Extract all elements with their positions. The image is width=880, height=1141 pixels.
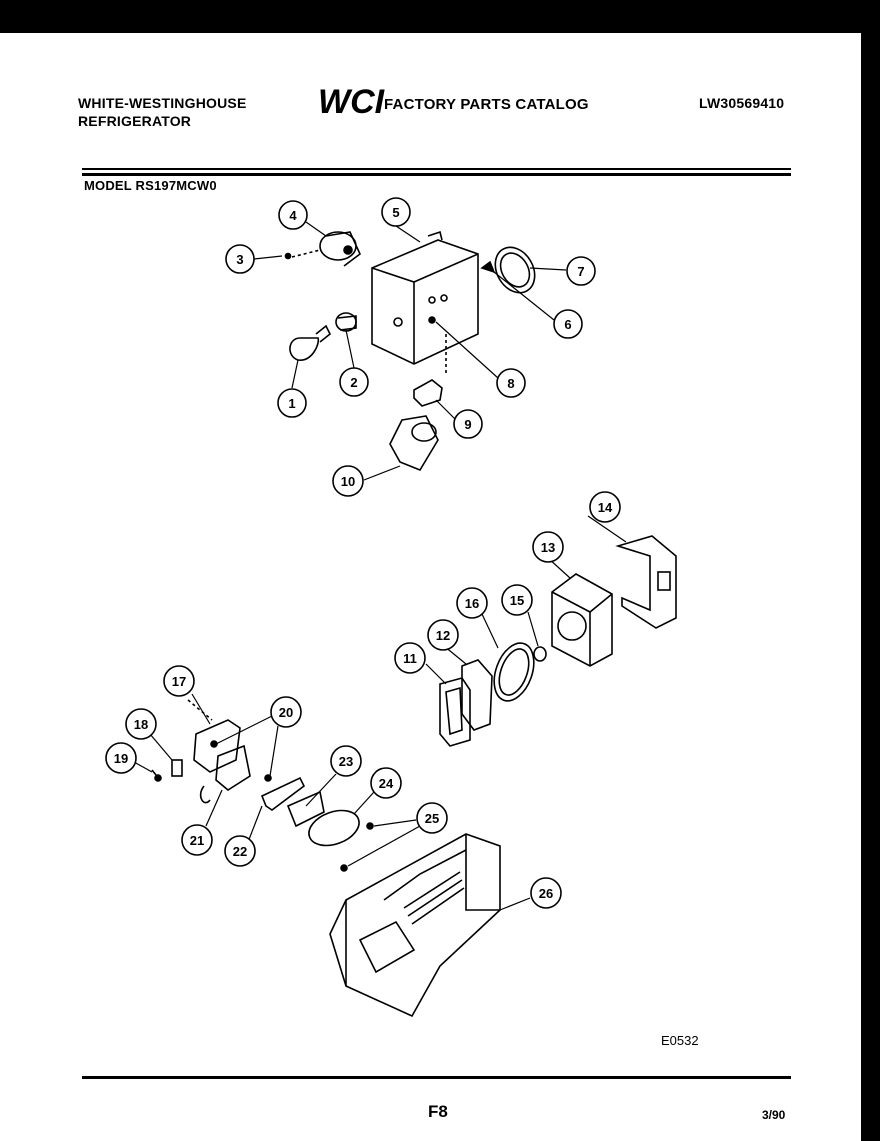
callout-5: 5	[381, 197, 411, 227]
footer-rule	[82, 1076, 791, 1079]
callout-4: 4	[278, 200, 308, 230]
svg-text:20: 20	[279, 705, 293, 720]
part-7-lens	[494, 246, 536, 294]
svg-text:3: 3	[236, 252, 243, 267]
callout-9: 9	[453, 409, 483, 439]
callout-21: 21	[181, 824, 213, 856]
part-17-bracket	[187, 699, 241, 773]
part-8-screw	[428, 316, 436, 324]
part-4-socket	[319, 231, 361, 267]
callout-8: 8	[496, 368, 526, 398]
page-number: F8	[428, 1102, 448, 1121]
svg-text:16: 16	[465, 596, 479, 611]
catalog-number: LW30569410	[699, 95, 785, 111]
callout-1: 1	[277, 388, 307, 418]
callout-22: 22	[224, 835, 256, 867]
svg-text:5: 5	[392, 205, 399, 220]
callout-13: 13	[532, 531, 564, 563]
svg-text:26: 26	[539, 886, 553, 901]
svg-text:15: 15	[510, 593, 524, 608]
callout-6: 6	[553, 309, 583, 339]
part-16-fan-blade	[493, 642, 535, 702]
header-rule	[82, 168, 791, 170]
svg-text:24: 24	[379, 776, 394, 791]
callout-11: 11	[394, 642, 426, 674]
wci-logo: WCI	[318, 83, 386, 121]
part-12-duct	[461, 659, 493, 731]
part-18-switch	[171, 759, 183, 777]
part-23-flapper	[286, 790, 325, 828]
part-24-gasket	[308, 809, 360, 847]
scan-border-top	[0, 0, 880, 33]
callout-7: 7	[566, 256, 596, 286]
callout-3: 3	[225, 244, 255, 274]
svg-text:12: 12	[436, 628, 450, 643]
callout-15: 15	[501, 584, 533, 616]
svg-text:17: 17	[172, 674, 186, 689]
svg-text:2: 2	[350, 375, 357, 390]
brand-name: WHITE-WESTINGHOUSE	[78, 95, 247, 111]
callout-25: 25	[416, 802, 448, 834]
svg-text:9: 9	[464, 417, 471, 432]
callout-16: 16	[456, 587, 488, 619]
callout-19: 19	[105, 742, 137, 774]
callout-14: 14	[589, 491, 621, 523]
svg-text:4: 4	[289, 208, 297, 223]
part-21-solenoid	[199, 744, 251, 804]
svg-text:8: 8	[507, 376, 514, 391]
callout-2: 2	[339, 367, 369, 397]
part-1-light-bulb	[289, 324, 332, 361]
part-9-actuator	[413, 334, 447, 407]
callout-24: 24	[370, 767, 402, 799]
part-11-gasket	[439, 677, 471, 747]
svg-text:10: 10	[341, 474, 355, 489]
callout-23: 23	[330, 745, 362, 777]
svg-text:25: 25	[425, 811, 439, 826]
header-rule-thick	[82, 173, 791, 176]
svg-text:14: 14	[598, 500, 613, 515]
part-2-lamp-socket	[335, 312, 357, 332]
catalog-date: 3/90	[762, 1108, 786, 1122]
part-10-chute	[389, 415, 439, 471]
model-number: MODEL RS197MCW0	[84, 178, 217, 193]
product-type: REFRIGERATOR	[78, 113, 192, 129]
svg-text:7: 7	[577, 264, 584, 279]
svg-text:19: 19	[114, 751, 128, 766]
callouts: 1 2 3 4 5 6 7 8 9 10 11 12 13 14 15 16 1…	[105, 197, 621, 909]
leader-lines	[133, 221, 627, 911]
callout-12: 12	[427, 619, 459, 651]
part-19-screw	[151, 769, 162, 782]
diagram-code: E0532	[661, 1033, 699, 1048]
part-6-clip	[480, 260, 496, 274]
svg-text:22: 22	[233, 844, 247, 859]
svg-text:23: 23	[339, 754, 353, 769]
svg-text:11: 11	[403, 651, 417, 666]
part-15-nut	[533, 646, 547, 662]
part-14-cover	[615, 535, 677, 629]
svg-text:1: 1	[288, 396, 295, 411]
part-13-motor-housing	[551, 573, 613, 667]
svg-text:21: 21	[190, 833, 204, 848]
svg-text:6: 6	[564, 317, 571, 332]
part-22-arm	[260, 776, 306, 811]
callout-20: 20	[270, 696, 302, 728]
part-5-housing	[371, 230, 479, 365]
part-20-screws	[210, 740, 272, 782]
svg-text:WCI: WCI	[318, 83, 386, 121]
part-25-screws	[340, 822, 374, 872]
svg-text:18: 18	[134, 717, 148, 732]
scan-border-right	[861, 0, 880, 1141]
callout-26: 26	[530, 877, 562, 909]
catalog-title: FACTORY PARTS CATALOG	[384, 96, 589, 113]
callout-18: 18	[125, 708, 157, 740]
svg-text:13: 13	[541, 540, 555, 555]
part-3-screw	[284, 249, 321, 260]
callout-17: 17	[163, 665, 195, 697]
callout-10: 10	[332, 465, 364, 497]
